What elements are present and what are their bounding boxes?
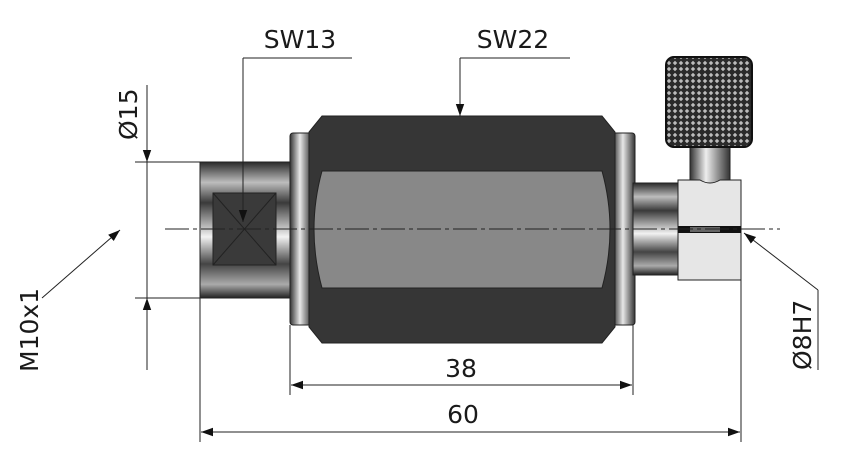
knurled-knob [665,56,753,185]
thread-label: M10x1 [15,288,44,372]
callout-bore: Ø8H7 [743,232,819,370]
sw13-label: SW13 [264,25,336,54]
dimension-38: 38 [291,354,632,390]
callout-thread: M10x1 [15,229,121,372]
dimension-dia15: Ø15 [114,85,152,370]
dimension-38-label: 38 [445,354,477,383]
callout-sw22: SW22 [455,25,570,116]
dimension-60: 60 [201,400,740,437]
sw22-label: SW22 [477,25,549,54]
dimension-60-label: 60 [447,400,479,429]
extension-lines [135,161,742,442]
clamp-ring [677,179,742,281]
callout-sw13: SW13 [238,25,352,222]
bore-label: Ø8H7 [788,300,817,370]
dia15-label: Ø15 [114,89,143,141]
left-threaded-stub [199,161,293,299]
